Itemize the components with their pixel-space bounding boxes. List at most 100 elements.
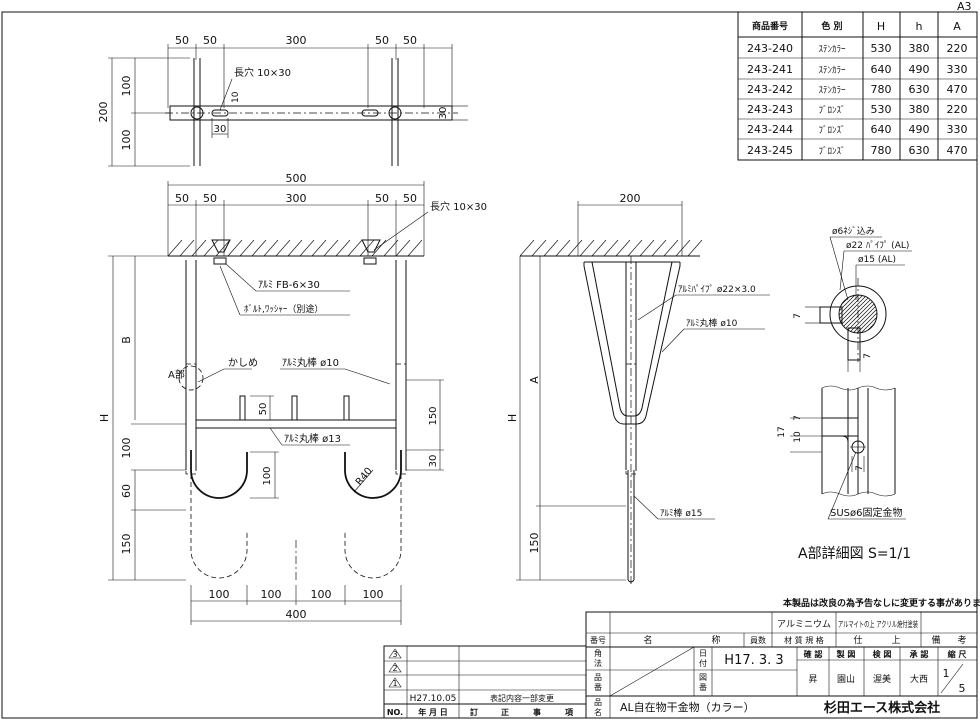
tb-col-mat: 材 質 規 格 xyxy=(784,635,824,645)
revision-block: 3 2 1 H27.10.05 表記内容一部変更 NO. 年 月 日 訂 正 事… xyxy=(383,645,587,719)
spec-cell: 630 xyxy=(909,83,930,96)
tb-col-no: 番号 xyxy=(590,635,606,645)
spec-cell: ｽﾃﾝｶﾗｰ xyxy=(818,44,846,55)
front-bottom-dim-2: 100 xyxy=(261,588,282,601)
spec-cell: 630 xyxy=(909,144,930,157)
front-bottom-dim-4: 100 xyxy=(363,588,384,601)
side-dim-150: 150 xyxy=(528,533,541,554)
spec-cell: 530 xyxy=(871,42,892,55)
tb-company: 杉田エース株式会社 xyxy=(824,700,940,716)
top-height-upper: 100 xyxy=(120,76,133,97)
front-detail-label: A部 xyxy=(168,368,185,381)
top-dim-1: 50 xyxy=(175,34,189,47)
spec-cell: 243-245 xyxy=(747,144,793,157)
tb-col-qty: 員数 xyxy=(750,635,766,645)
spec-cell: 243-240 xyxy=(747,42,793,55)
spec-cell: 640 xyxy=(871,123,892,136)
top-slot-dim-h: 10 xyxy=(231,91,241,103)
tb-label-date: 日 xyxy=(699,649,707,658)
rev-symbol-1: 1 xyxy=(392,679,397,688)
spec-cell: 220 xyxy=(947,103,968,116)
front-dim-50: 50 xyxy=(258,403,269,416)
tb-col-remark2: 考 xyxy=(957,635,966,646)
tb-approval-1: 確 認 xyxy=(804,649,823,659)
side-rod10-label: ｱﾙﾐ丸棒 ø10 xyxy=(686,317,738,329)
spec-cell: ﾌﾞﾛﾝｽﾞ xyxy=(818,125,845,136)
spec-cell: ｽﾃﾝｶﾗｰ xyxy=(818,65,846,76)
spec-cell: 490 xyxy=(909,123,930,136)
front-radius: R40 xyxy=(354,466,375,488)
front-dim-150-right: 150 xyxy=(428,406,439,425)
front-bottom-total: 400 xyxy=(286,608,307,621)
front-dim-2: 50 xyxy=(203,192,217,205)
notice-text: 本製品は改良の為予告なしに変更する事があります。 xyxy=(783,597,980,609)
side-view: 200 ｱﾙﾐﾊﾟｲﾌﾟ ø22×3.0 ｱﾙﾐ丸棒 ø10 ｱﾙﾐ棒 ø15 … xyxy=(506,192,770,585)
rev-header-t4: 項 xyxy=(565,708,574,717)
side-dim-h: H xyxy=(506,414,519,422)
front-ceiling-hatch xyxy=(167,239,423,257)
front-dim-4: 50 xyxy=(375,192,389,205)
spec-cell: 330 xyxy=(947,63,968,76)
tb-label-zu: 図 xyxy=(699,673,707,682)
front-overall-dim: 500 xyxy=(286,172,307,185)
tb-date: H17. 3. 3 xyxy=(724,653,783,668)
detail-dim-7c: 7 xyxy=(793,415,803,421)
tb-label-hinmei2: 名 xyxy=(594,707,602,717)
rev-note: 表記内容一部変更 xyxy=(490,693,554,703)
top-height-total: 200 xyxy=(97,102,110,123)
spec-cell: 470 xyxy=(947,144,968,157)
detail-pipe-label: ø22 ﾊﾟｲﾌﾟ (AL) xyxy=(846,240,909,251)
front-dim-150: 150 xyxy=(120,534,133,555)
top-view: 50 50 300 50 50 200 100 100 長穴 10×30 10 … xyxy=(97,34,468,167)
tb-approver-4: 大西 xyxy=(910,673,928,685)
detail-screw-label: ø6ﾈｼﾞ込み xyxy=(832,226,875,237)
rev-header-t2: 正 xyxy=(501,708,509,717)
tb-col-finish2: 上 xyxy=(891,635,900,646)
top-dim-4: 50 xyxy=(375,34,389,47)
spec-header-color: 色 別 xyxy=(821,20,842,32)
spec-header-h-lower: h xyxy=(916,20,923,33)
spec-header-code: 商品番号 xyxy=(752,20,788,32)
tb-label-hinmei: 品 xyxy=(594,698,602,707)
tb-col-name: 名 xyxy=(643,634,652,646)
tb-col-remark: 備 xyxy=(931,634,940,646)
side-ceiling-hatch xyxy=(519,239,703,257)
spec-cell: 330 xyxy=(947,123,968,136)
tb-label-hin2: 番 xyxy=(594,682,602,692)
tb-label-hin: 品 xyxy=(594,673,602,682)
front-bottom-dim-1: 100 xyxy=(209,588,230,601)
spec-cell: 530 xyxy=(871,103,892,116)
spec-cell: 380 xyxy=(909,42,930,55)
spec-cell: 243-242 xyxy=(747,83,793,96)
rev-header-t3: 事 xyxy=(533,707,541,717)
top-dim-3: 300 xyxy=(286,34,307,47)
tb-label-date2: 付 xyxy=(699,658,707,668)
front-dim-30: 30 xyxy=(428,455,439,468)
side-pipe-label: ｱﾙﾐﾊﾟｲﾌﾟ ø22×3.0 xyxy=(678,284,756,295)
front-bolt-label: ﾎﾞﾙﾄ,ﾜｯｼｬｰ（別途） xyxy=(244,303,323,315)
spec-cell: 380 xyxy=(909,103,930,116)
side-dim-a: A xyxy=(528,376,541,384)
front-dim-100-hook: 100 xyxy=(262,466,273,485)
spec-header-a: A xyxy=(953,20,961,33)
tb-approver-3: 渥美 xyxy=(873,673,891,685)
front-view: 500 50 50 300 50 50 長穴 10×30 xyxy=(98,172,487,625)
detail-caption: A部詳細図 S=1/1 xyxy=(798,546,911,562)
detail-dim-17: 17 xyxy=(777,426,787,437)
front-dim-60: 60 xyxy=(120,484,133,498)
rev-symbol-3: 3 xyxy=(392,650,397,659)
front-kashime-label: かしめ xyxy=(228,357,258,369)
spec-cell: 640 xyxy=(871,63,892,76)
front-dim-100: 100 xyxy=(120,438,133,459)
top-slot-label: 長穴 10×30 xyxy=(234,66,291,79)
rev-date: H27.10.05 xyxy=(410,694,457,704)
front-rod13-label: ｱﾙﾐ丸棒 ø13 xyxy=(284,432,341,445)
tb-scale-label: 縮 尺 xyxy=(948,649,967,659)
top-slot-dim-w: 30 xyxy=(214,124,227,135)
tb-label-kaku2: 法 xyxy=(594,658,602,668)
front-bottom-dim-3: 100 xyxy=(311,588,332,601)
top-height-lower: 100 xyxy=(120,130,133,151)
